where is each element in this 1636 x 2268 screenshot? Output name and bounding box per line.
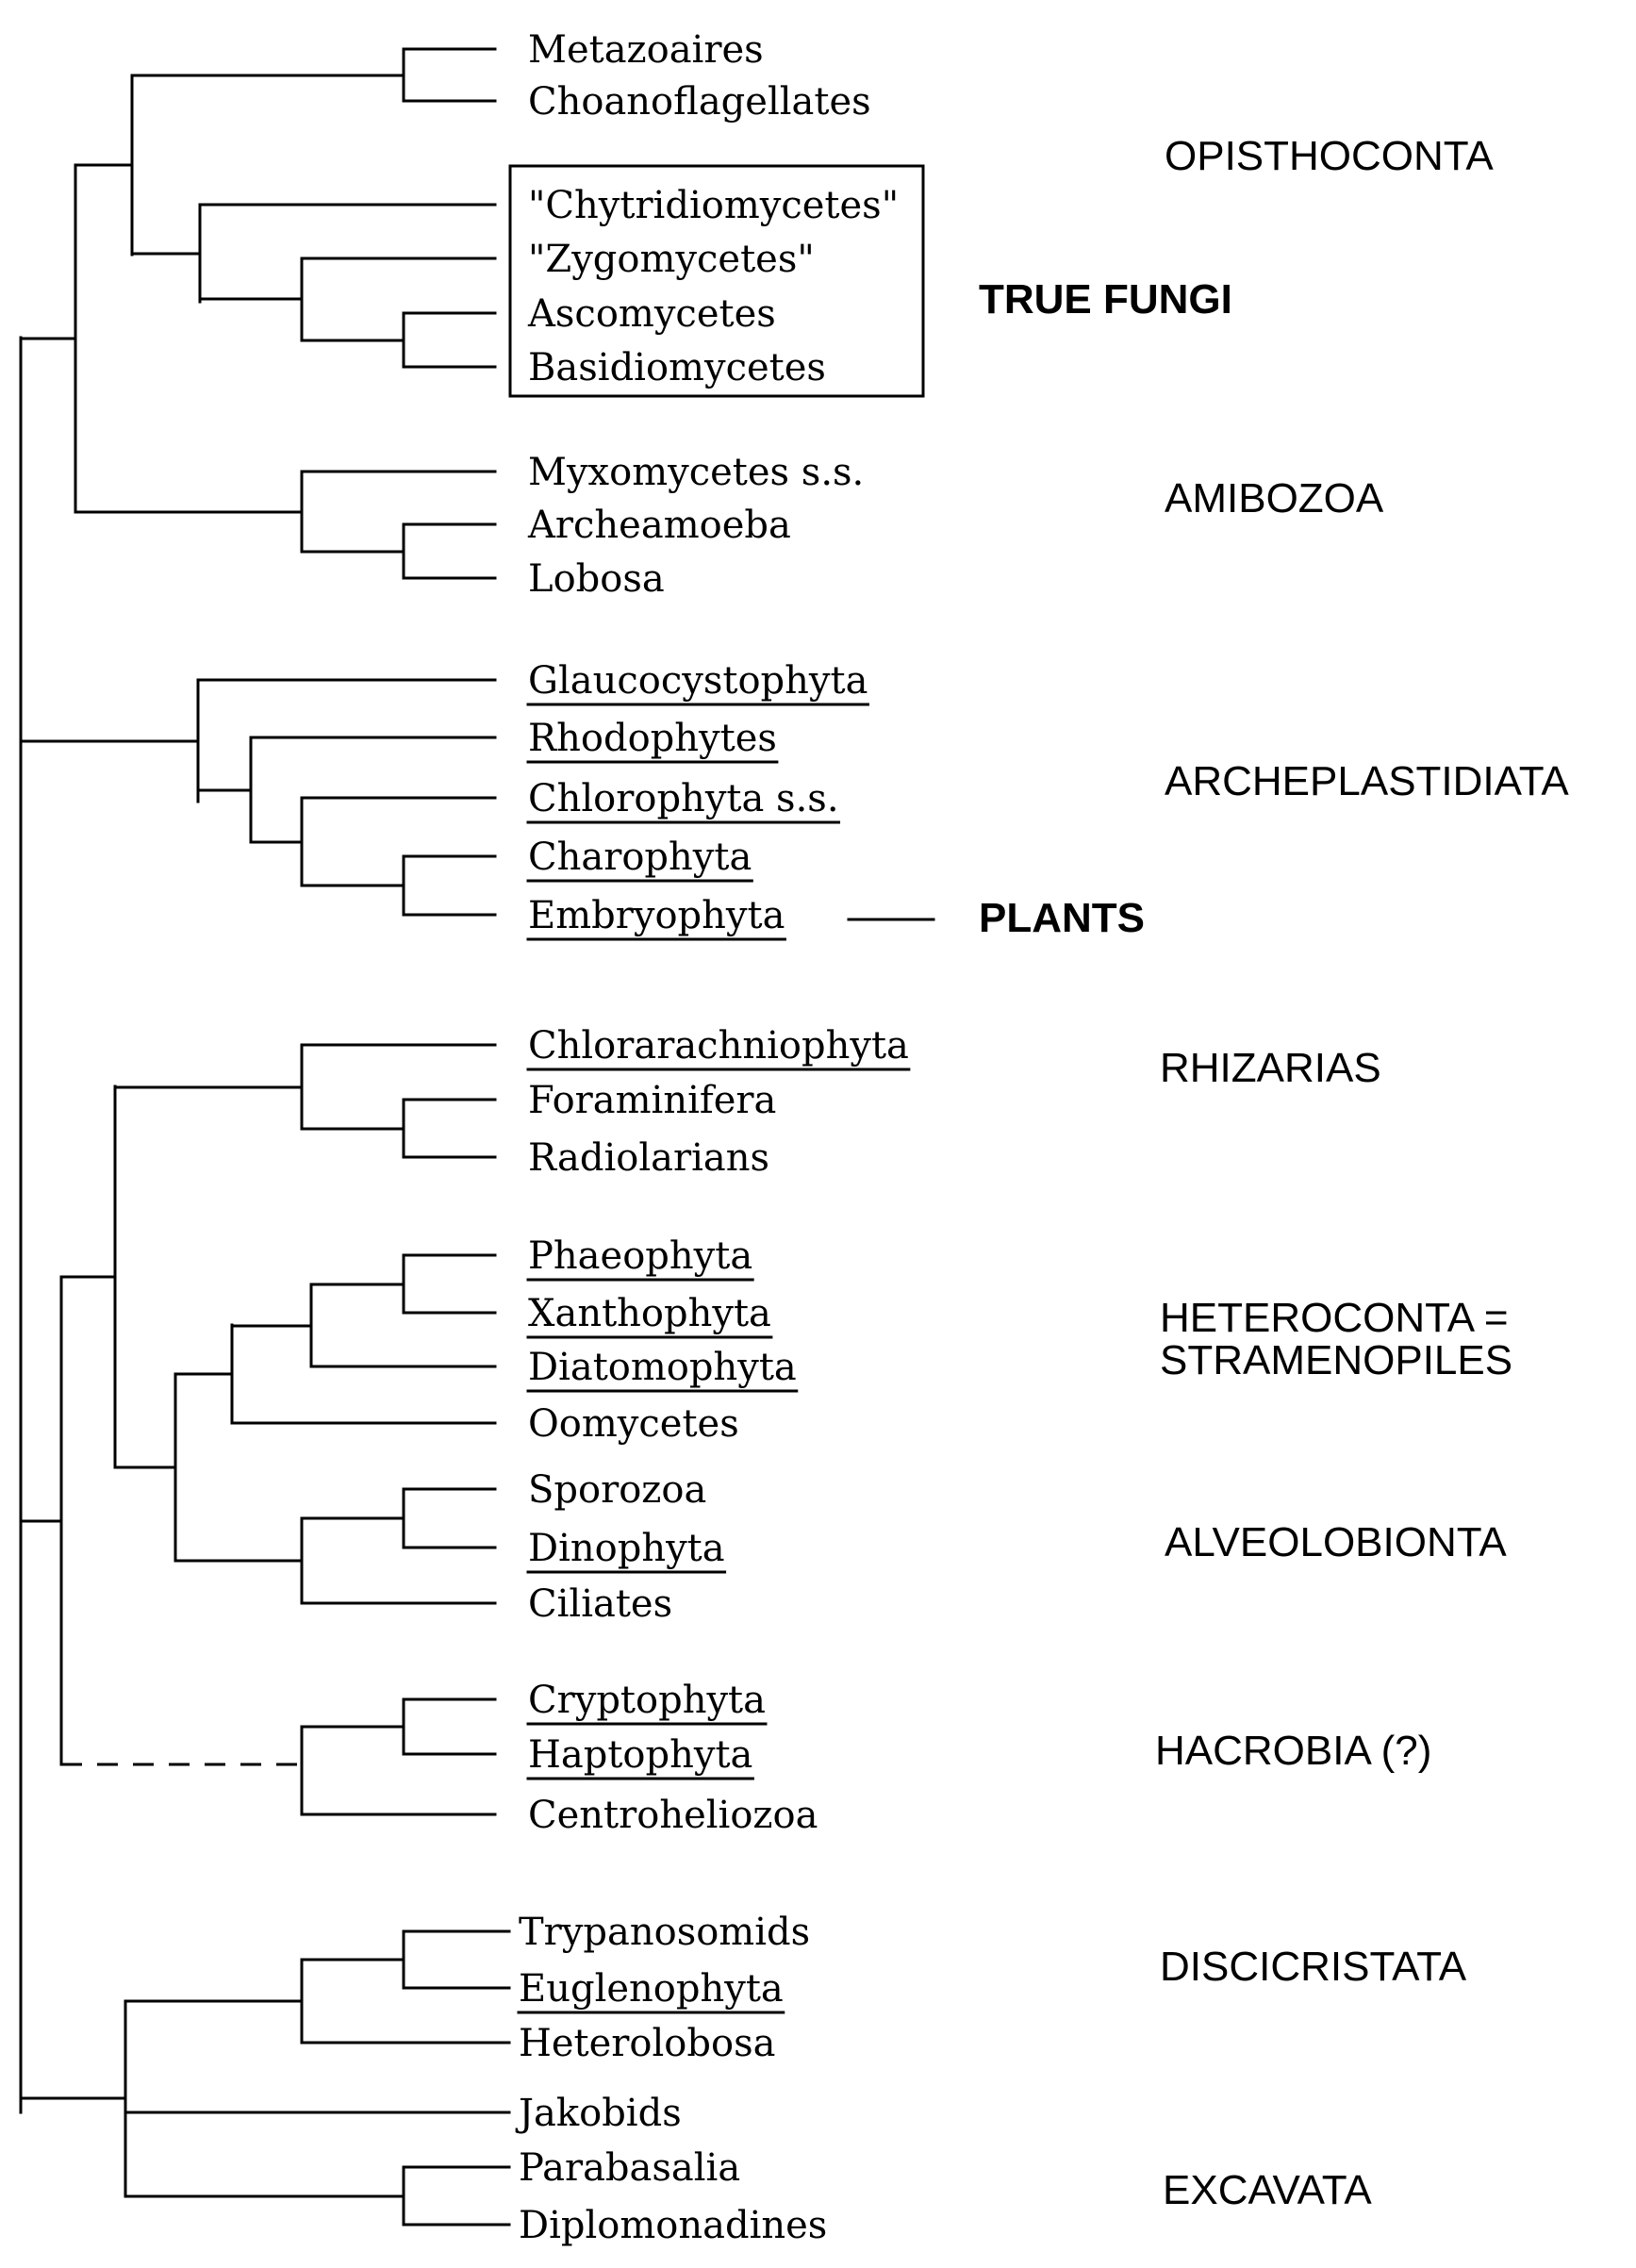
taxon-label: Diatomophyta <box>528 1346 797 1389</box>
group-label: PLANTS <box>979 895 1145 941</box>
taxon-label: "Zygomycetes" <box>528 238 815 281</box>
taxon-label: Basidiomycetes <box>528 346 826 389</box>
group-label: AMIBOZOA <box>1165 475 1384 521</box>
taxon-label: Archeamoeba <box>527 504 791 547</box>
taxon-label: Ciliates <box>528 1582 672 1626</box>
taxon-label: Diplomonadines <box>519 2204 827 2247</box>
group-label: OPISTHOCONTA <box>1165 133 1494 179</box>
taxon-label: Metazoaires <box>528 28 764 72</box>
taxon-label: Cryptophyta <box>528 1679 766 1722</box>
taxon-label: Foraminifera <box>528 1079 776 1122</box>
taxon-label: Ascomycetes <box>527 292 776 336</box>
group-label: TRUE FUNGI <box>979 276 1232 323</box>
taxon-label: Parabasalia <box>519 2146 740 2190</box>
taxon-label: Centroheliozoa <box>528 1794 818 1837</box>
taxon-label: Rhodophytes <box>528 717 777 760</box>
group-label: ARCHEPLASTIDIATA <box>1165 758 1569 804</box>
group-label: STRAMENOPILES <box>1160 1337 1512 1383</box>
taxon-label: Haptophyta <box>528 1733 752 1777</box>
taxon-label: Myxomycetes s.s. <box>528 451 864 494</box>
group-labels: OPISTHOCONTA TRUE FUNGI AMIBOZOA ARCHEPLAST… <box>979 133 1569 2213</box>
taxon-label: Glaucocystophyta <box>528 659 868 703</box>
taxon-label: Dinophyta <box>528 1527 725 1570</box>
taxon-label: Oomycetes <box>528 1402 739 1446</box>
taxon-label: Jakobids <box>515 2092 682 2135</box>
group-label: EXCAVATA <box>1163 2167 1372 2213</box>
taxon-label: Embryophyta <box>528 894 785 937</box>
taxon-label: Sporozoa <box>528 1468 706 1512</box>
taxon-label: Euglenophyta <box>519 1967 784 2011</box>
taxon-label: Chlorophyta s.s. <box>528 777 839 820</box>
true-fungi-box <box>508 164 925 398</box>
tree-branches <box>19 47 511 2227</box>
taxon-label: Charophyta <box>528 836 752 879</box>
taxon-label: Chlorarachniophyta <box>528 1024 909 1068</box>
group-label: DISCICRISTATA <box>1160 1944 1467 1990</box>
taxon-label: Radiolarians <box>528 1136 769 1180</box>
taxon-label: Trypanosomids <box>519 1911 810 1954</box>
taxon-label: Phaeophyta <box>528 1234 752 1278</box>
group-label: HETEROCONTA = <box>1160 1295 1509 1341</box>
group-label: ALVEOLOBIONTA <box>1165 1519 1507 1565</box>
taxon-label: "Chytridiomycetes" <box>528 184 899 227</box>
group-label: HACROBIA (?) <box>1155 1728 1431 1774</box>
group-label: RHIZARIAS <box>1160 1045 1381 1091</box>
taxon-label: Lobosa <box>528 557 665 601</box>
taxon-label: Choanoflagellates <box>528 80 871 124</box>
taxon-label: Xanthophyta <box>528 1292 771 1335</box>
taxon-label: Heterolobosa <box>519 2022 775 2065</box>
